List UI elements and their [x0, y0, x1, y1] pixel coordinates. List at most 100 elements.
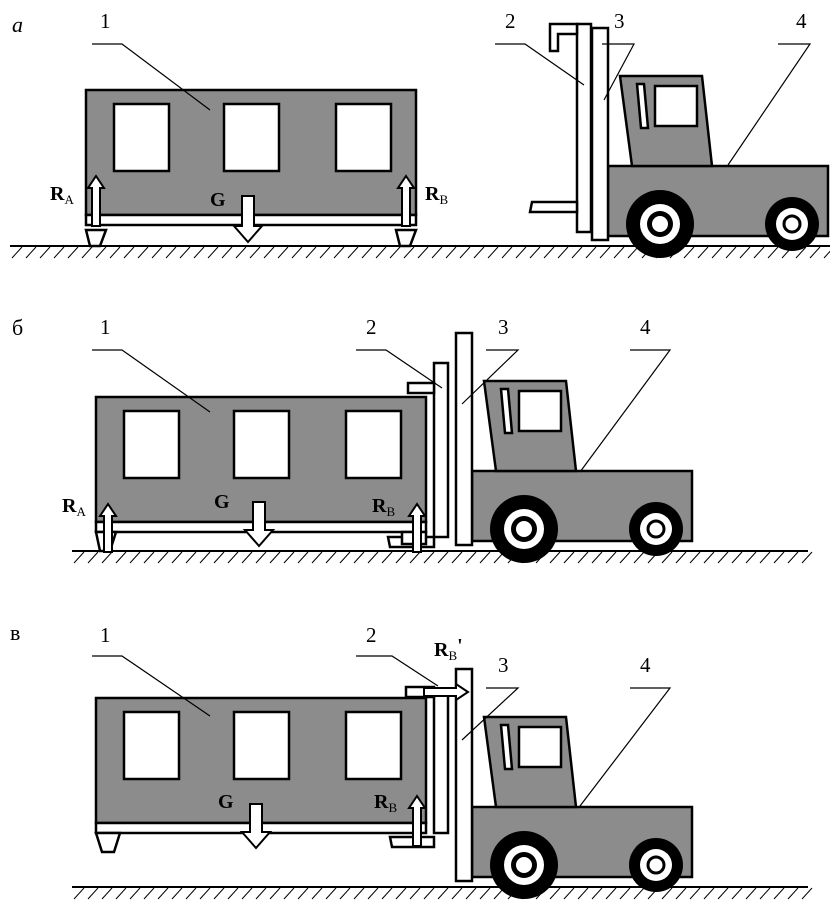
hatch-mark: [599, 246, 611, 259]
hatch-mark: [725, 246, 737, 259]
hatch-mark: [143, 551, 155, 564]
hatch-mark: [381, 887, 393, 900]
callout-4: 4: [640, 315, 651, 339]
forklift: [528, 22, 830, 260]
hatch-mark: [823, 250, 830, 259]
hatch-mark: [689, 887, 701, 900]
hatch-mark: [381, 551, 393, 564]
hatch-mark: [801, 887, 813, 900]
hatch-mark: [375, 246, 387, 259]
hatch-mark: [549, 551, 561, 564]
hatch-mark: [675, 887, 687, 900]
hatch-mark: [703, 887, 715, 900]
hatch-mark: [129, 551, 141, 564]
hatch-mark: [395, 887, 407, 900]
hatch-mark: [367, 551, 379, 564]
hatch-mark: [101, 551, 113, 564]
hatch-mark: [675, 551, 687, 564]
label-ra: RA: [50, 183, 74, 207]
support-left: [94, 831, 122, 854]
hatch-mark: [465, 887, 477, 900]
hatch-mark: [501, 246, 513, 259]
leader-1: [92, 43, 211, 111]
hatch-mark: [451, 551, 463, 564]
hatch-mark: [577, 551, 589, 564]
hatch-mark: [227, 887, 239, 900]
force-rb: [396, 174, 416, 227]
hatch-mark: [269, 551, 281, 564]
hatch-mark: [207, 246, 219, 259]
hatch-mark: [73, 551, 85, 564]
hatch-mark: [395, 551, 407, 564]
hatch-mark: [697, 246, 709, 259]
hatch-mark: [143, 887, 155, 900]
hatch-mark: [487, 246, 499, 259]
hatch-mark: [773, 887, 785, 900]
hatch-mark: [619, 551, 631, 564]
hatch-mark: [339, 551, 351, 564]
hatch-mark: [137, 246, 149, 259]
hatch-mark: [717, 551, 729, 564]
hatch-mark: [787, 551, 799, 564]
hatch-mark: [185, 551, 197, 564]
callout-3: 3: [498, 315, 509, 339]
hatch-mark: [353, 551, 365, 564]
hatch-mark: [627, 246, 639, 259]
hatch-mark: [165, 246, 177, 259]
hatch-mark: [529, 246, 541, 259]
ground-hatch: [73, 887, 813, 900]
hatch-mark: [571, 246, 583, 259]
hatch-mark: [711, 246, 723, 259]
force-g: [239, 803, 273, 850]
callout-2: 2: [366, 315, 377, 339]
hatch-mark: [241, 551, 253, 564]
hatch-mark: [241, 887, 253, 900]
force-ra: [98, 502, 118, 553]
hatch-mark: [585, 246, 597, 259]
hatch-mark: [661, 551, 673, 564]
hatch-mark: [73, 887, 85, 900]
hatch-mark: [437, 551, 449, 564]
hatch-mark: [591, 887, 603, 900]
hatch-mark: [255, 887, 267, 900]
hatch-mark: [683, 246, 695, 259]
hatch-mark: [417, 246, 429, 259]
hatch-mark: [451, 887, 463, 900]
hatch-mark: [339, 887, 351, 900]
forklift: [386, 331, 694, 565]
hatch-mark: [151, 246, 163, 259]
label-g: G: [218, 791, 234, 813]
leader-3: [461, 349, 520, 405]
hatch-mark: [809, 246, 821, 259]
support-left: [84, 228, 108, 248]
label-rb: RB: [372, 495, 395, 519]
panel-a: а RA G RB: [10, 9, 830, 260]
hatch-mark: [157, 551, 169, 564]
hatch-mark: [753, 246, 765, 259]
hatch-mark: [717, 887, 729, 900]
hatch-mark: [543, 246, 555, 259]
hatch-mark: [633, 887, 645, 900]
hatch-mark: [213, 551, 225, 564]
hatch-mark: [193, 246, 205, 259]
hatch-mark: [227, 551, 239, 564]
hatch-mark: [95, 246, 107, 259]
hatch-mark: [409, 887, 421, 900]
hatch-mark: [403, 246, 415, 259]
hatch-mark: [563, 887, 575, 900]
hatch-mark: [661, 887, 673, 900]
hatch-mark: [353, 887, 365, 900]
hatch-mark: [515, 246, 527, 259]
hatch-mark: [473, 246, 485, 259]
label-ra: RA: [62, 495, 86, 519]
hatch-mark: [115, 551, 127, 564]
hatch-mark: [129, 887, 141, 900]
hatch-mark: [255, 551, 267, 564]
hatch-mark: [101, 887, 113, 900]
hatch-mark: [739, 246, 751, 259]
hatch-mark: [465, 551, 477, 564]
hatch-mark: [731, 551, 743, 564]
hatch-mark: [81, 246, 93, 259]
force-rb-prime: [423, 682, 470, 702]
hatch-mark: [263, 246, 275, 259]
